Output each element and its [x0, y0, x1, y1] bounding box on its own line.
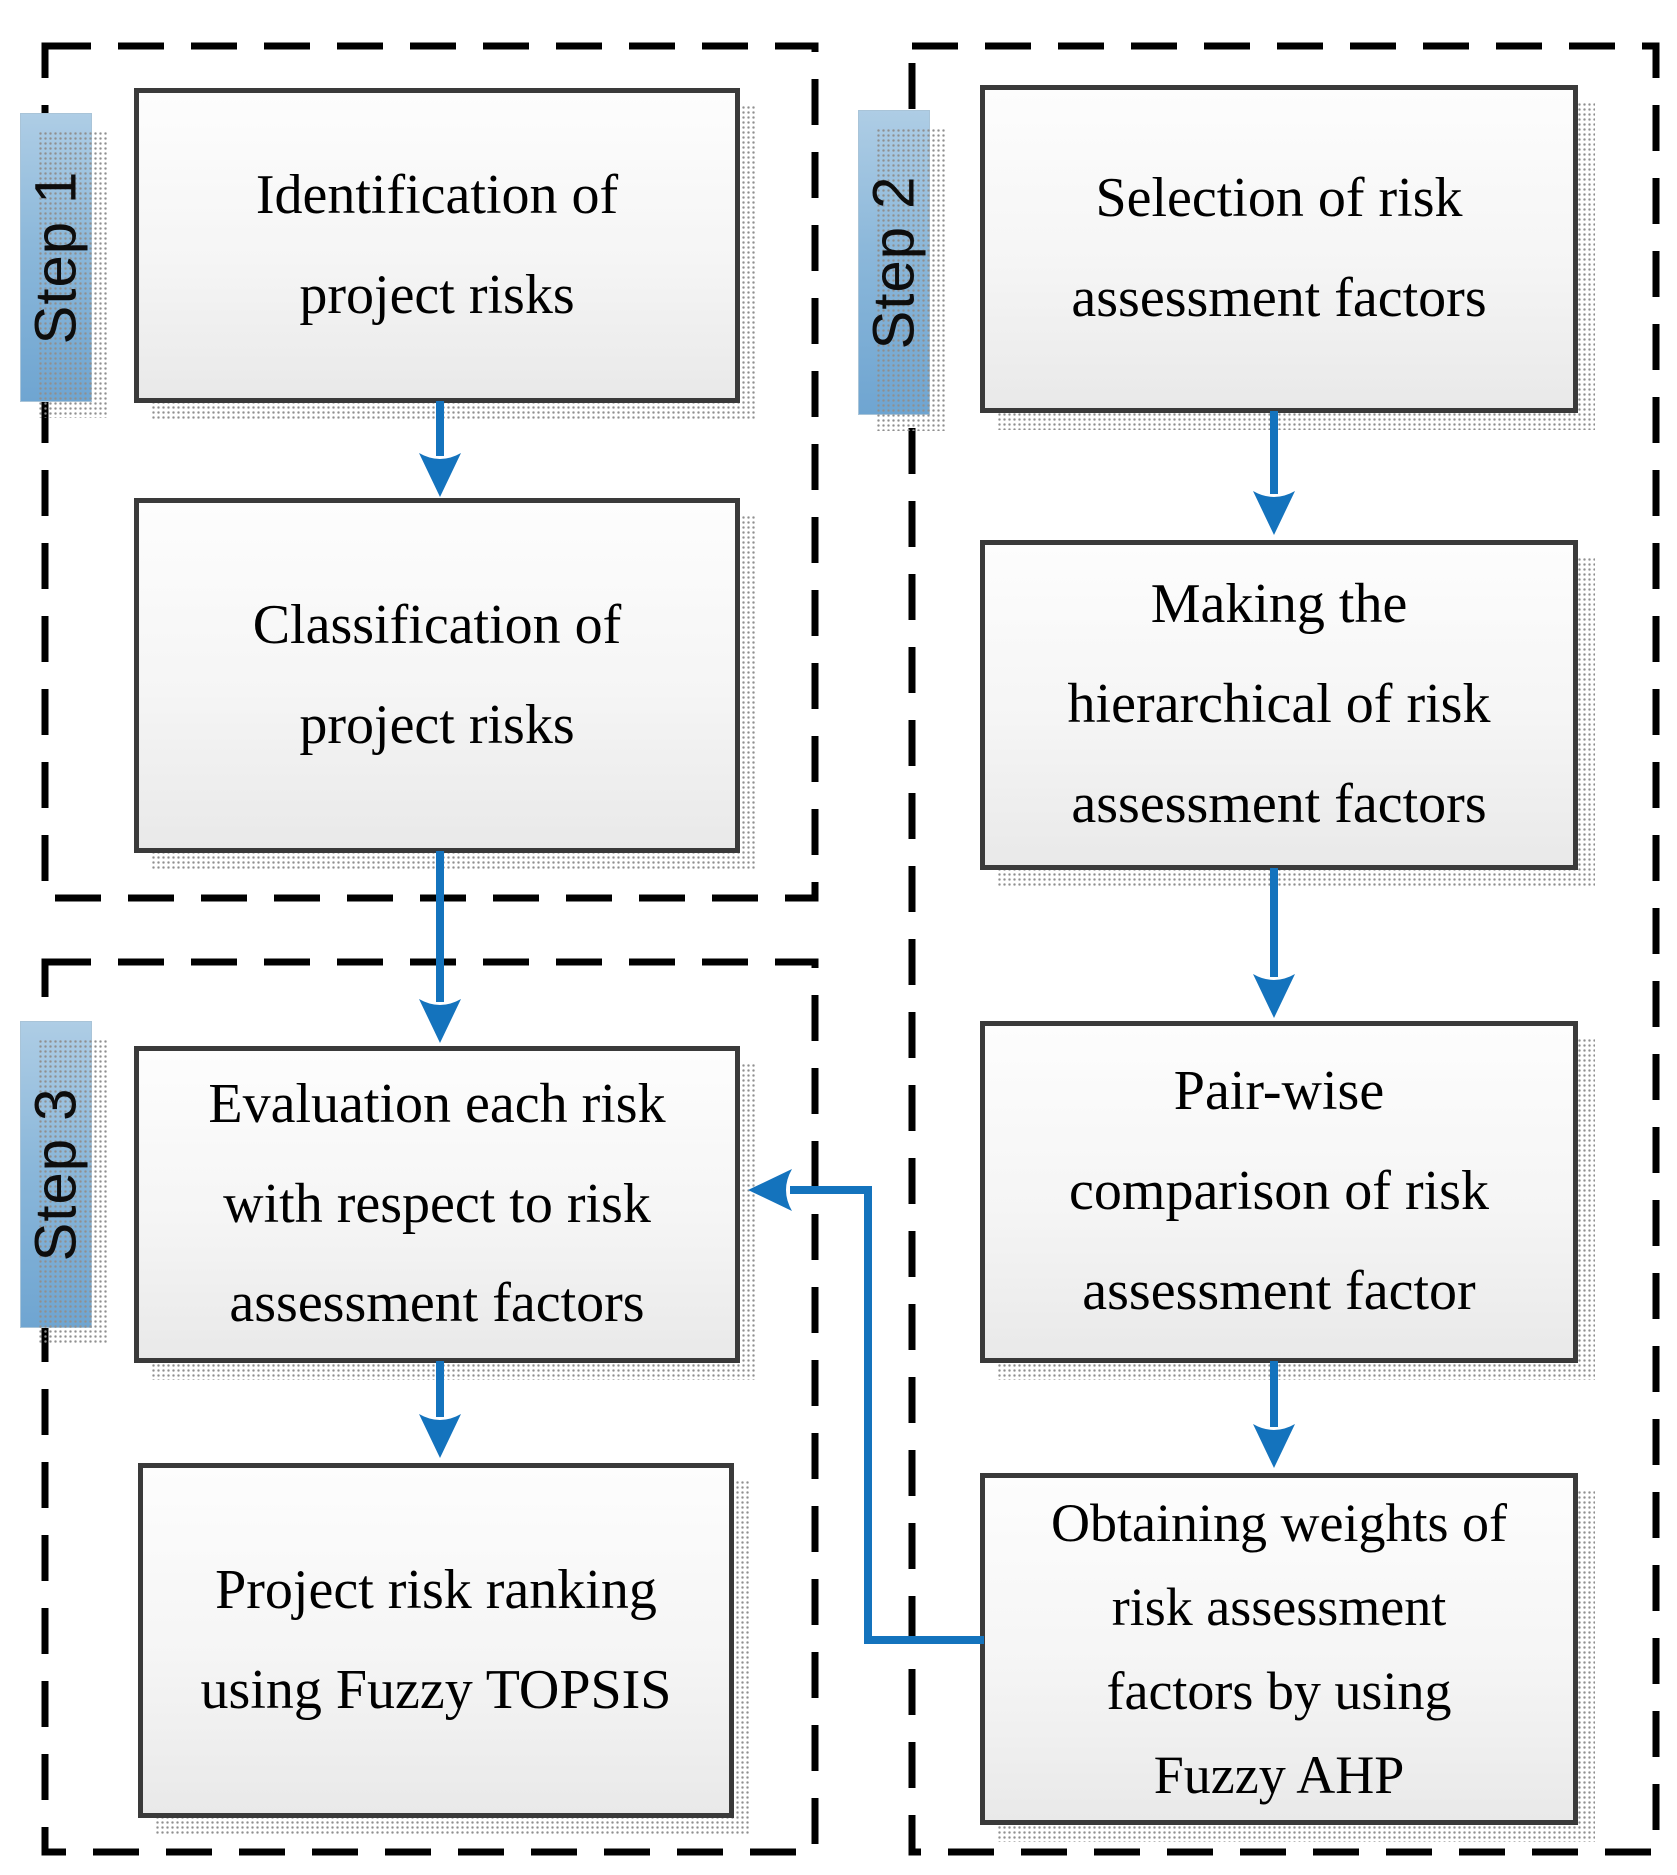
node-classification: Classification of project risks: [134, 498, 757, 870]
arrow-group: [419, 401, 1295, 1644]
node-identification-text: Identification of project risks: [255, 163, 619, 326]
node-hierarchy-text: Making the hierarchical of risk assessme…: [1067, 573, 1491, 835]
step3-dashed-border: [41, 958, 819, 1856]
step1-dashed-border: [41, 42, 819, 902]
node-classification-text: Classification of project risks: [252, 593, 622, 756]
node-weights-text: Obtaining weights of risk assessment fac…: [1051, 1492, 1507, 1806]
arrow-hierarchy-to-pairwise: [1253, 868, 1295, 1018]
step3-tab: Step 3: [20, 1021, 108, 1344]
node-hierarchy-face: Making the hierarchical of risk assessme…: [980, 540, 1578, 870]
node-ranking: Project risk ranking using Fuzzy TOPSIS: [138, 1463, 751, 1835]
step1-tab: Step 1: [20, 113, 108, 418]
arrow-classification-to-evaluation: [419, 851, 461, 1043]
node-selection: Selection of risk assessment factors: [980, 85, 1595, 430]
node-ranking-text: Project risk ranking using Fuzzy TOPSIS: [200, 1558, 672, 1721]
node-hierarchy: Making the hierarchical of risk assessme…: [980, 540, 1595, 887]
arrow-evaluation-to-ranking: [419, 1361, 461, 1458]
node-pairwise-face: Pair-wise comparison of risk assessment …: [980, 1021, 1578, 1363]
step2-dashed-border: [908, 42, 1660, 1856]
node-weights: Obtaining weights of risk assessment fac…: [980, 1473, 1595, 1842]
node-identification-face: Identification of project risks: [134, 88, 740, 403]
step2-tab: Step 2: [858, 110, 946, 431]
node-classification-face: Classification of project risks: [134, 498, 740, 853]
arrow-identification-to-classification: [419, 401, 461, 497]
node-selection-text: Selection of risk assessment factors: [1071, 167, 1487, 329]
node-weights-face: Obtaining weights of risk assessment fac…: [980, 1473, 1578, 1825]
arrow-weights-to-evaluation: [748, 1169, 984, 1644]
node-evaluation-face: Evaluation each risk with respect to ris…: [134, 1046, 740, 1363]
node-ranking-face: Project risk ranking using Fuzzy TOPSIS: [138, 1463, 734, 1818]
node-pairwise-text: Pair-wise comparison of risk assessment …: [1069, 1060, 1489, 1322]
arrow-pairwise-to-weights: [1253, 1361, 1295, 1468]
arrow-selection-to-hierarchy: [1253, 411, 1295, 535]
node-pairwise: Pair-wise comparison of risk assessment …: [980, 1021, 1595, 1380]
node-evaluation-text: Evaluation each risk with respect to ris…: [208, 1072, 666, 1335]
node-evaluation: Evaluation each risk with respect to ris…: [134, 1046, 757, 1380]
node-identification: Identification of project risks: [134, 88, 757, 420]
node-selection-face: Selection of risk assessment factors: [980, 85, 1578, 413]
